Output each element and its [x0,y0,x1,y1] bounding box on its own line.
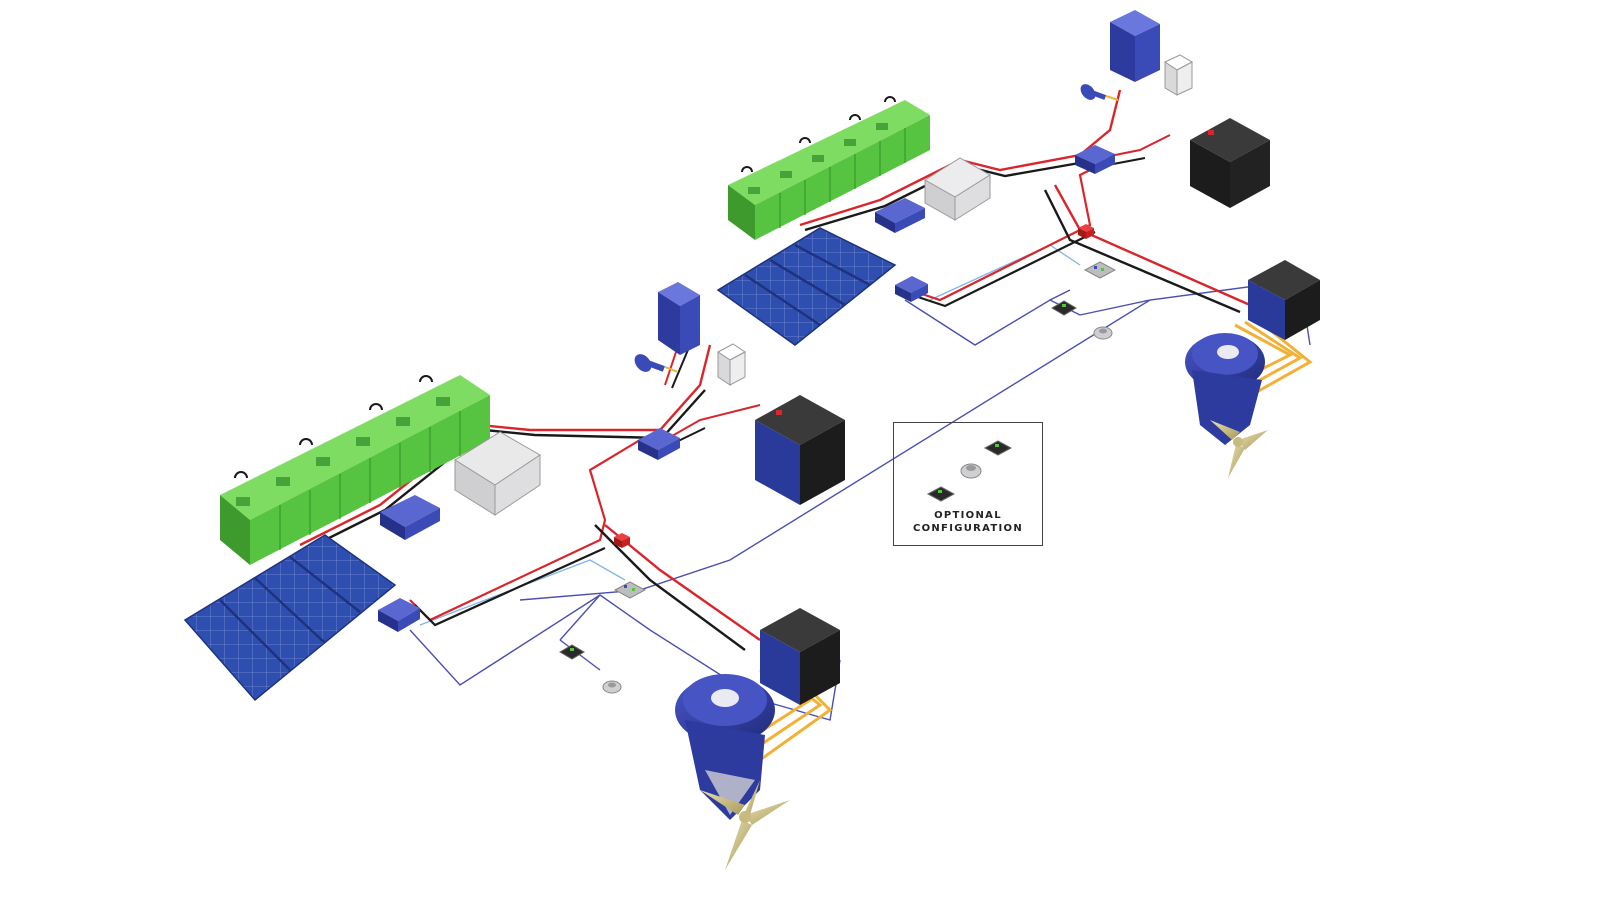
dc-dc-converter-icon [380,495,440,540]
upper-propulsion-system [716,10,1320,478]
pod-drive-motor-icon [1185,333,1265,445]
signal-line [559,639,601,671]
shore-power-plug-icon [634,354,679,373]
pod-drive-motor-icon [675,674,775,820]
solar-charge-controller-icon [378,598,420,632]
callout-line-1: OPTIONAL [934,510,1002,521]
lithium-battery-bank-icon [220,375,490,565]
battery-switch-icon [717,343,746,386]
dc-positive-line [299,344,712,547]
propeller-icon [700,780,790,870]
throttle-icon [983,440,1013,456]
battery-charger-icon [454,431,541,516]
battery-switch-icon [1078,224,1094,239]
lithium-battery-bank-icon [728,96,930,240]
starter-battery-icon [755,395,845,505]
signal-line [929,244,1081,301]
signal-line [1049,289,1071,301]
optional-configuration-components [926,440,1013,502]
display-panel-icon [1083,261,1117,279]
inverter-cabinet-icon [658,282,700,355]
dc-negative-line [914,231,1096,308]
throttle-icon [1051,300,1077,316]
dc-positive-line [664,404,761,441]
display-panel-icon [1093,326,1113,340]
dc-dc-converter-icon [638,428,680,460]
dc-dc-converter-icon [875,198,925,233]
dc-positive-line [799,89,1122,227]
display-panel-icon [602,680,622,694]
throttle-icon [926,486,956,502]
dc-dc-converter-icon [1075,145,1115,174]
signal-line [1079,299,1151,316]
signal-line [409,594,651,686]
battery-switch-icon [614,533,630,548]
callout-line-2: CONFIGURATION [912,523,1024,534]
motor-controller-icon [1248,260,1320,340]
starter-battery-icon [1190,118,1270,208]
dc-negative-line [1043,189,1241,314]
battery-switch-icon [1163,54,1194,96]
propeller-icon [1210,420,1268,478]
lower-propulsion-system [183,282,845,870]
optional-configuration-box: OPTIONAL CONFIGURATION [893,422,1043,546]
shore-power-plug-icon [1080,84,1119,101]
display-panel-icon [613,581,647,599]
dc-negative-line [414,546,606,627]
dc-negative-line [671,344,691,389]
solar-panel-icon [183,534,397,702]
solar-panel-icon [716,227,897,346]
dc-negative-line [594,524,746,651]
dc-negative-line [304,389,706,552]
signal-line [559,594,601,641]
display-panel-icon [960,463,982,479]
inverter-cabinet-icon [1110,10,1160,82]
battery-charger-icon [924,157,991,221]
optional-configuration-label: OPTIONAL CONFIGURATION [894,509,1042,535]
solar-charge-controller-icon [895,276,928,302]
signal-line [419,559,626,626]
motor-controller-icon [760,608,840,705]
throttle-icon [559,644,585,660]
